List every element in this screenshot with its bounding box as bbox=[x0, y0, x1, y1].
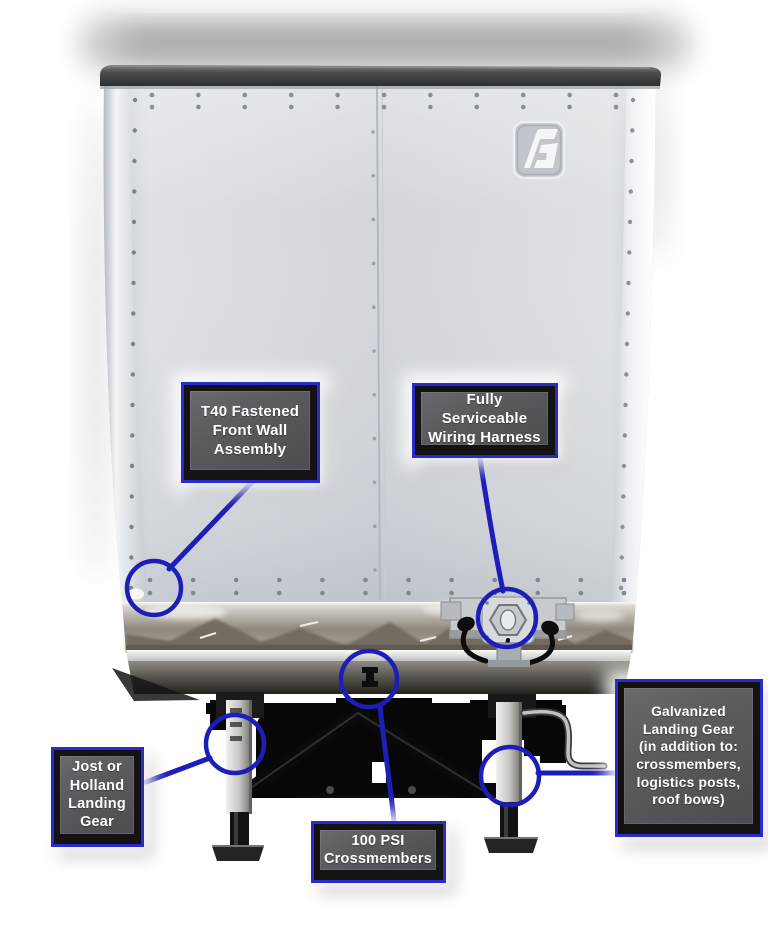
callout-jost-holland-label: Jost or Holland Landing Gear bbox=[68, 759, 126, 831]
crank-handle bbox=[520, 708, 608, 770]
rivet-row-bottom bbox=[147, 590, 627, 596]
highlight-circle-jost-holland bbox=[203, 712, 267, 776]
callout-face: T40 Fastened Front Wall Assembly bbox=[184, 385, 317, 480]
connector-front-wall bbox=[166, 478, 256, 572]
callout-crossmembers: 100 PSI Crossmembers bbox=[311, 821, 446, 883]
lower-rail bbox=[128, 661, 630, 694]
callout-crossmembers-label: 100 PSI Crossmembers bbox=[324, 832, 432, 867]
trailer-front bbox=[100, 65, 662, 701]
connector-wiring-harness bbox=[477, 456, 506, 594]
highlight-circle-wiring-harness bbox=[475, 586, 539, 650]
rivet-column-right bbox=[618, 97, 636, 591]
highlight-circle-front-wall bbox=[124, 558, 184, 618]
callout-galvanized-label: Galvanized Landing Gear (in addition to:… bbox=[636, 704, 741, 808]
callout-jost-holland: Jost or Holland Landing Gear bbox=[51, 747, 144, 847]
connector-crossmembers bbox=[377, 703, 397, 824]
callout-wiring-harness-label: Fully Serviceable Wiring Harness bbox=[428, 390, 541, 447]
highlight-circle-crossmembers bbox=[338, 648, 400, 710]
callout-face: Fully Serviceable Wiring Harness bbox=[415, 386, 555, 455]
callout-front-wall-label: T40 Fastened Front Wall Assembly bbox=[200, 402, 300, 459]
callout-wiring-harness: Fully Serviceable Wiring Harness bbox=[412, 383, 558, 458]
highlight-circle-galvanized bbox=[478, 744, 542, 808]
callout-face: 100 PSI Crossmembers bbox=[314, 824, 443, 880]
callout-front-wall: T40 Fastened Front Wall Assembly bbox=[181, 382, 320, 483]
top-rail bbox=[100, 65, 662, 86]
left-corner-post bbox=[103, 84, 148, 602]
rivet-row-top bbox=[149, 92, 619, 98]
callout-connectors bbox=[124, 456, 621, 824]
landing-gear-right bbox=[484, 694, 538, 853]
right-corner-post bbox=[610, 84, 656, 602]
connector-jost-holland bbox=[143, 755, 213, 785]
rivet-row-top bbox=[149, 104, 619, 110]
crossmember-clip bbox=[362, 667, 378, 687]
callout-face: Galvanized Landing Gear (in addition to:… bbox=[618, 682, 760, 834]
rivet-column-left bbox=[128, 97, 138, 591]
rivet-column-seam bbox=[371, 130, 377, 572]
rivet-row-bottom bbox=[147, 577, 627, 583]
callout-galvanized: Galvanized Landing Gear (in addition to:… bbox=[615, 679, 763, 837]
manufacturer-logo-icon bbox=[512, 120, 566, 180]
callout-face: Jost or Holland Landing Gear bbox=[54, 750, 141, 844]
